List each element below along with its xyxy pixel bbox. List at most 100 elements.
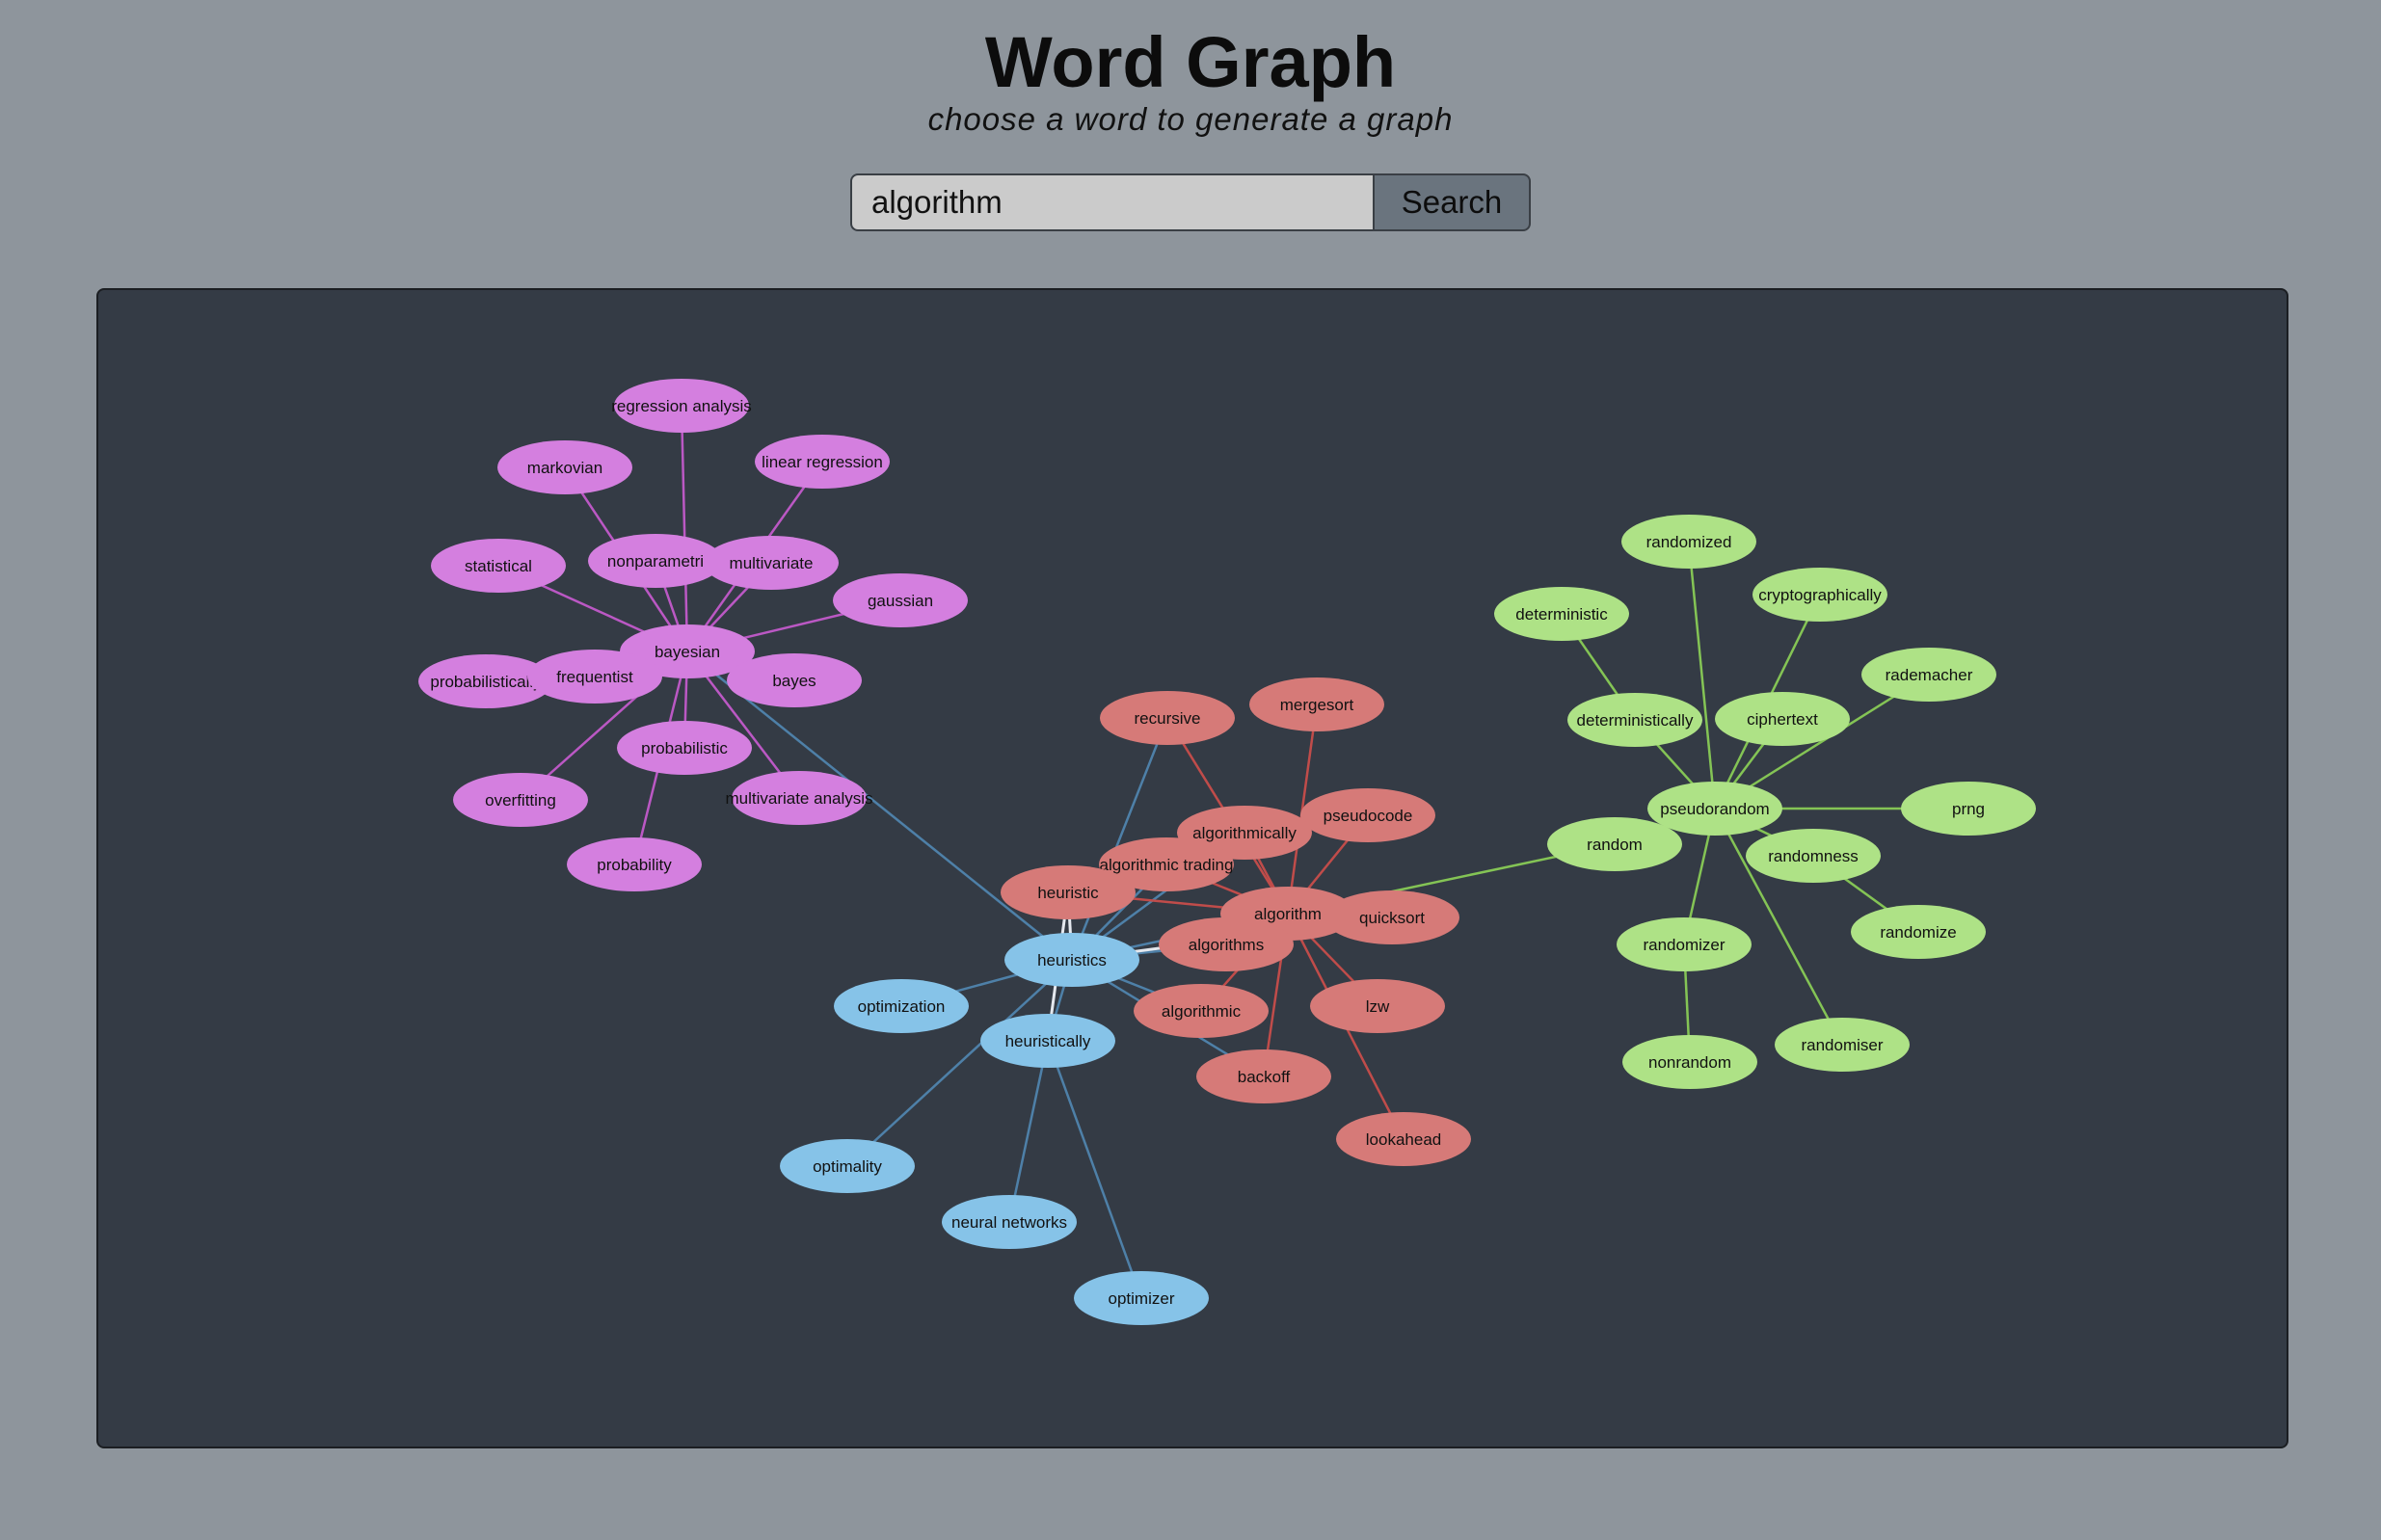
- node-ellipse[interactable]: [1567, 693, 1702, 747]
- graph-node-recursive[interactable]: recursive: [1100, 691, 1235, 745]
- node-ellipse[interactable]: [834, 979, 969, 1033]
- graph-node-multivariate-analysis[interactable]: multivariate analysis: [725, 771, 873, 825]
- node-ellipse[interactable]: [1004, 933, 1139, 987]
- node-ellipse[interactable]: [1196, 1049, 1331, 1103]
- search-button[interactable]: Search: [1373, 173, 1531, 231]
- node-ellipse[interactable]: [1715, 692, 1850, 746]
- node-ellipse[interactable]: [1249, 677, 1384, 731]
- node-label: bayesian: [655, 643, 720, 661]
- graph-node-randomize[interactable]: randomize: [1851, 905, 1986, 959]
- node-ellipse[interactable]: [1547, 817, 1682, 871]
- node-ellipse[interactable]: [418, 654, 553, 708]
- node-label: probabilistically: [430, 673, 542, 691]
- node-ellipse[interactable]: [1100, 691, 1235, 745]
- graph-node-lzw[interactable]: lzw: [1310, 979, 1445, 1033]
- node-ellipse[interactable]: [497, 440, 632, 494]
- graph-node-heuristics[interactable]: heuristics: [1004, 933, 1139, 987]
- graph-node-algorithmic[interactable]: algorithmic: [1134, 984, 1269, 1038]
- graph-node-prng[interactable]: prng: [1901, 782, 2036, 836]
- node-ellipse[interactable]: [614, 379, 749, 433]
- node-ellipse[interactable]: [1622, 1035, 1757, 1089]
- graph-node-probabilistic[interactable]: probabilistic: [617, 721, 752, 775]
- graph-node-heuristic[interactable]: heuristic: [1001, 865, 1136, 919]
- node-ellipse[interactable]: [1494, 587, 1629, 641]
- node-ellipse[interactable]: [727, 653, 862, 707]
- search-input[interactable]: [850, 173, 1373, 231]
- graph-node-multivariate[interactable]: multivariate: [704, 536, 839, 590]
- graph-node-bayes[interactable]: bayes: [727, 653, 862, 707]
- node-ellipse[interactable]: [588, 534, 723, 588]
- node-ellipse[interactable]: [1324, 890, 1459, 944]
- graph-node-nonparametric[interactable]: nonparametri: [588, 534, 723, 588]
- node-ellipse[interactable]: [1861, 648, 1996, 702]
- graph-node-probability[interactable]: probability: [567, 837, 702, 891]
- graph-node-overfitting[interactable]: overfitting: [453, 773, 588, 827]
- graph-node-cryptographically[interactable]: cryptographically: [1752, 568, 1887, 622]
- node-ellipse[interactable]: [1617, 917, 1752, 971]
- graph-node-backoff[interactable]: backoff: [1196, 1049, 1331, 1103]
- node-ellipse[interactable]: [1647, 782, 1782, 836]
- node-ellipse[interactable]: [431, 539, 566, 593]
- node-ellipse[interactable]: [1099, 837, 1234, 891]
- node-ellipse[interactable]: [980, 1014, 1115, 1068]
- graph-node-optimality[interactable]: optimality: [780, 1139, 915, 1193]
- graph-node-nonrandom[interactable]: nonrandom: [1622, 1035, 1757, 1089]
- graph-node-pseudocode[interactable]: pseudocode: [1300, 788, 1435, 842]
- word-graph[interactable]: bayesian regression analysis markovian line…: [98, 290, 2288, 1448]
- node-ellipse[interactable]: [833, 573, 968, 627]
- graph-node-heuristically[interactable]: heuristically: [980, 1014, 1115, 1068]
- node-ellipse[interactable]: [453, 773, 588, 827]
- node-ellipse[interactable]: [780, 1139, 915, 1193]
- node-ellipse[interactable]: [617, 721, 752, 775]
- node-ellipse[interactable]: [732, 771, 867, 825]
- graph-node-mergesort[interactable]: mergesort: [1249, 677, 1384, 731]
- graph-node-randomness[interactable]: randomness: [1746, 829, 1881, 883]
- node-ellipse[interactable]: [704, 536, 839, 590]
- graph-node-randomiser[interactable]: randomiser: [1775, 1018, 1910, 1072]
- graph-node-markovian[interactable]: markovian: [497, 440, 632, 494]
- node-ellipse[interactable]: [1336, 1112, 1471, 1166]
- graph-node-optimizer[interactable]: optimizer: [1074, 1271, 1209, 1325]
- node-label: nonrandom: [1648, 1053, 1731, 1072]
- node-ellipse[interactable]: [1746, 829, 1881, 883]
- graph-node-deterministic[interactable]: deterministic: [1494, 587, 1629, 641]
- graph-node-algorithmic-trading[interactable]: algorithmic trading: [1099, 837, 1234, 891]
- node-ellipse[interactable]: [1752, 568, 1887, 622]
- graph-node-pseudorandom[interactable]: pseudorandom: [1647, 782, 1782, 836]
- graph-node-lookahead[interactable]: lookahead: [1336, 1112, 1471, 1166]
- node-ellipse[interactable]: [1775, 1018, 1910, 1072]
- graph-canvas[interactable]: bayesian regression analysis markovian line…: [96, 288, 2288, 1448]
- graph-node-statistical[interactable]: statistical: [431, 539, 566, 593]
- node-label: prng: [1952, 800, 1985, 818]
- graph-node-linear-regression[interactable]: linear regression: [755, 435, 890, 489]
- graph-node-random[interactable]: random: [1547, 817, 1682, 871]
- graph-node-rademacher[interactable]: rademacher: [1861, 648, 1996, 702]
- node-ellipse[interactable]: [1300, 788, 1435, 842]
- node-ellipse[interactable]: [942, 1195, 1077, 1249]
- graph-node-randomized[interactable]: randomized: [1621, 515, 1756, 569]
- graph-node-ciphertext[interactable]: ciphertext: [1715, 692, 1850, 746]
- graph-node-gaussian[interactable]: gaussian: [833, 573, 968, 627]
- graph-node-regression-analysis[interactable]: regression analysis: [611, 379, 752, 433]
- node-label: algorithmic: [1162, 1002, 1242, 1021]
- graph-node-optimization[interactable]: optimization: [834, 979, 969, 1033]
- node-ellipse[interactable]: [567, 837, 702, 891]
- graph-node-deterministically[interactable]: deterministically: [1567, 693, 1702, 747]
- graph-node-frequentist[interactable]: frequentist: [527, 650, 662, 704]
- node-ellipse[interactable]: [1851, 905, 1986, 959]
- node-ellipse[interactable]: [1310, 979, 1445, 1033]
- graph-node-algorithms[interactable]: algorithms: [1159, 917, 1294, 971]
- node-ellipse[interactable]: [1001, 865, 1136, 919]
- node-ellipse[interactable]: [1074, 1271, 1209, 1325]
- node-ellipse[interactable]: [1901, 782, 2036, 836]
- graph-node-neural-networks[interactable]: neural networks: [942, 1195, 1077, 1249]
- graph-node-quicksort[interactable]: quicksort: [1324, 890, 1459, 944]
- node-ellipse[interactable]: [1159, 917, 1294, 971]
- graph-node-randomizer[interactable]: randomizer: [1617, 917, 1752, 971]
- node-label: lzw: [1366, 997, 1390, 1016]
- node-ellipse[interactable]: [1621, 515, 1756, 569]
- node-ellipse[interactable]: [1134, 984, 1269, 1038]
- node-ellipse[interactable]: [755, 435, 890, 489]
- graph-node-probabilistically[interactable]: probabilistically: [418, 654, 553, 708]
- node-ellipse[interactable]: [527, 650, 662, 704]
